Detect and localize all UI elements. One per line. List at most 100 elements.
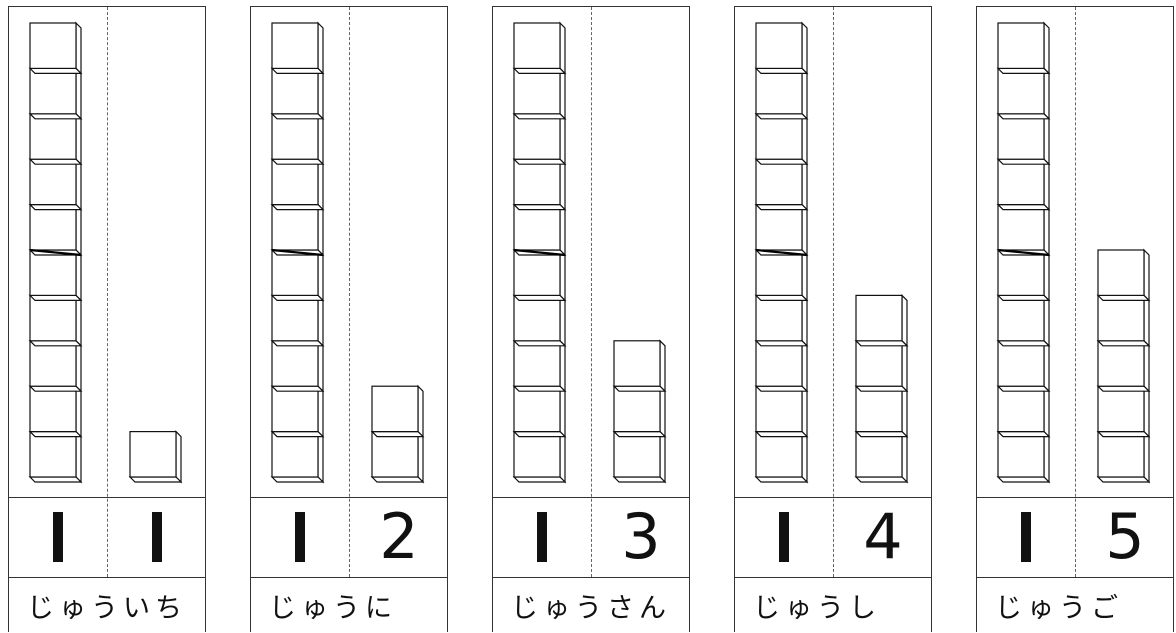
number-card-15: 1 5 じゅうご xyxy=(976,6,1174,632)
base-ten-blocks xyxy=(996,21,1151,484)
digit-row-separator xyxy=(735,497,931,498)
base-ten-blocks xyxy=(28,21,183,484)
tens-rod-cube xyxy=(512,157,567,212)
tens-rod-cube xyxy=(996,203,1051,257)
tens-rod-cube xyxy=(754,21,809,75)
ones-cube xyxy=(370,430,425,484)
ones-cube xyxy=(1096,248,1151,302)
tens-rod-cube xyxy=(28,339,83,393)
word-row-separator xyxy=(9,577,205,578)
tens-rod-cube xyxy=(28,293,83,348)
tens-digit: 1 xyxy=(251,497,349,577)
number-card-11: 1 1 じゅういち xyxy=(8,6,206,632)
ones-cube xyxy=(854,430,909,484)
tens-rod-cube xyxy=(996,157,1051,212)
digit-row-separator xyxy=(251,497,447,498)
tens-rod-cube xyxy=(270,248,325,302)
tens-rod-cube xyxy=(512,66,567,121)
tens-rod-cube xyxy=(512,384,567,439)
number-word: じゅうさん xyxy=(511,592,671,624)
place-value-divider xyxy=(833,7,834,577)
tens-digit: 1 xyxy=(735,497,833,577)
tens-rod-cube xyxy=(996,21,1051,75)
tens-rod-cube xyxy=(270,384,325,439)
number-word: じゅうし xyxy=(753,592,881,624)
ones-cube xyxy=(612,384,667,439)
tens-rod-cube xyxy=(270,430,325,484)
place-value-divider xyxy=(349,7,350,577)
tens-rod-cube xyxy=(996,248,1051,302)
tens-rod-cube xyxy=(270,21,325,75)
ones-cube xyxy=(854,384,909,439)
tens-rod-cube xyxy=(754,339,809,393)
place-value-divider xyxy=(591,7,592,577)
tens-rod-cube xyxy=(512,430,567,484)
place-value-divider xyxy=(107,7,108,577)
base-ten-blocks xyxy=(512,21,667,484)
ones-digit: 4 xyxy=(863,500,903,573)
tens-rod-cube xyxy=(270,66,325,121)
tens-rod-cube xyxy=(754,430,809,484)
word-row-separator xyxy=(251,577,447,578)
base-ten-blocks xyxy=(754,21,909,484)
tens-rod-cube xyxy=(996,293,1051,348)
ones-digit: 1 xyxy=(108,497,206,577)
tens-rod-cube xyxy=(270,339,325,393)
number-word: じゅうに xyxy=(269,592,397,624)
digit-row-separator xyxy=(493,497,689,498)
tens-rod-cube xyxy=(754,203,809,257)
number-card-12: 1 2 じゅうに xyxy=(250,6,448,632)
tens-rod-cube xyxy=(754,66,809,121)
tens-rod-cube xyxy=(754,384,809,439)
tens-rod-cube xyxy=(996,384,1051,439)
tens-rod-cube xyxy=(754,157,809,212)
number-card-14: 1 4 じゅうし xyxy=(734,6,932,632)
ten-rod-midline xyxy=(513,248,566,257)
tens-rod-cube xyxy=(270,112,325,166)
tens-rod-cube xyxy=(512,112,567,166)
place-value-divider xyxy=(1075,7,1076,577)
tens-rod-cube xyxy=(754,248,809,302)
tens-rod-cube xyxy=(512,293,567,348)
tens-rod-cube xyxy=(28,21,83,75)
digit-row-separator xyxy=(9,497,205,498)
tens-rod-cube xyxy=(270,293,325,348)
tens-rod-cube xyxy=(28,157,83,212)
ones-cube xyxy=(370,384,425,439)
tens-rod-cube xyxy=(28,384,83,439)
tens-rod-cube xyxy=(512,339,567,393)
tens-rod-cube xyxy=(28,203,83,257)
tens-rod-cube xyxy=(28,248,83,302)
ten-rod-midline xyxy=(997,248,1050,257)
ones-cube xyxy=(128,430,183,484)
word-row-separator xyxy=(493,577,689,578)
ones-cube xyxy=(612,430,667,484)
ones-digit: 2 xyxy=(379,500,419,573)
tens-rod-cube xyxy=(270,203,325,257)
tens-rod-cube xyxy=(996,339,1051,393)
ones-cube xyxy=(1096,384,1151,439)
tens-rod-cube xyxy=(28,112,83,166)
ones-cube xyxy=(854,293,909,348)
tens-rod-cube xyxy=(512,248,567,302)
tens-rod-cube xyxy=(270,157,325,212)
ones-cube xyxy=(854,339,909,393)
ones-digit: 3 xyxy=(621,500,661,573)
tens-rod-cube xyxy=(996,66,1051,121)
number-word: じゅういち xyxy=(27,592,187,624)
word-row-separator xyxy=(735,577,931,578)
number-word: じゅうご xyxy=(995,592,1123,624)
tens-rod-cube xyxy=(754,112,809,166)
ones-cube xyxy=(1096,339,1151,393)
tens-rod-cube xyxy=(28,66,83,121)
ones-cube xyxy=(1096,293,1151,348)
tens-rod-cube xyxy=(996,112,1051,166)
number-card-13: 1 3 じゅうさん xyxy=(492,6,690,632)
ten-rod-midline xyxy=(271,248,324,257)
tens-rod-cube xyxy=(28,430,83,484)
ten-rod-midline xyxy=(755,248,808,257)
tens-rod-cube xyxy=(754,293,809,348)
tens-rod-cube xyxy=(512,21,567,75)
word-row-separator xyxy=(977,577,1173,578)
tens-rod-cube xyxy=(512,203,567,257)
